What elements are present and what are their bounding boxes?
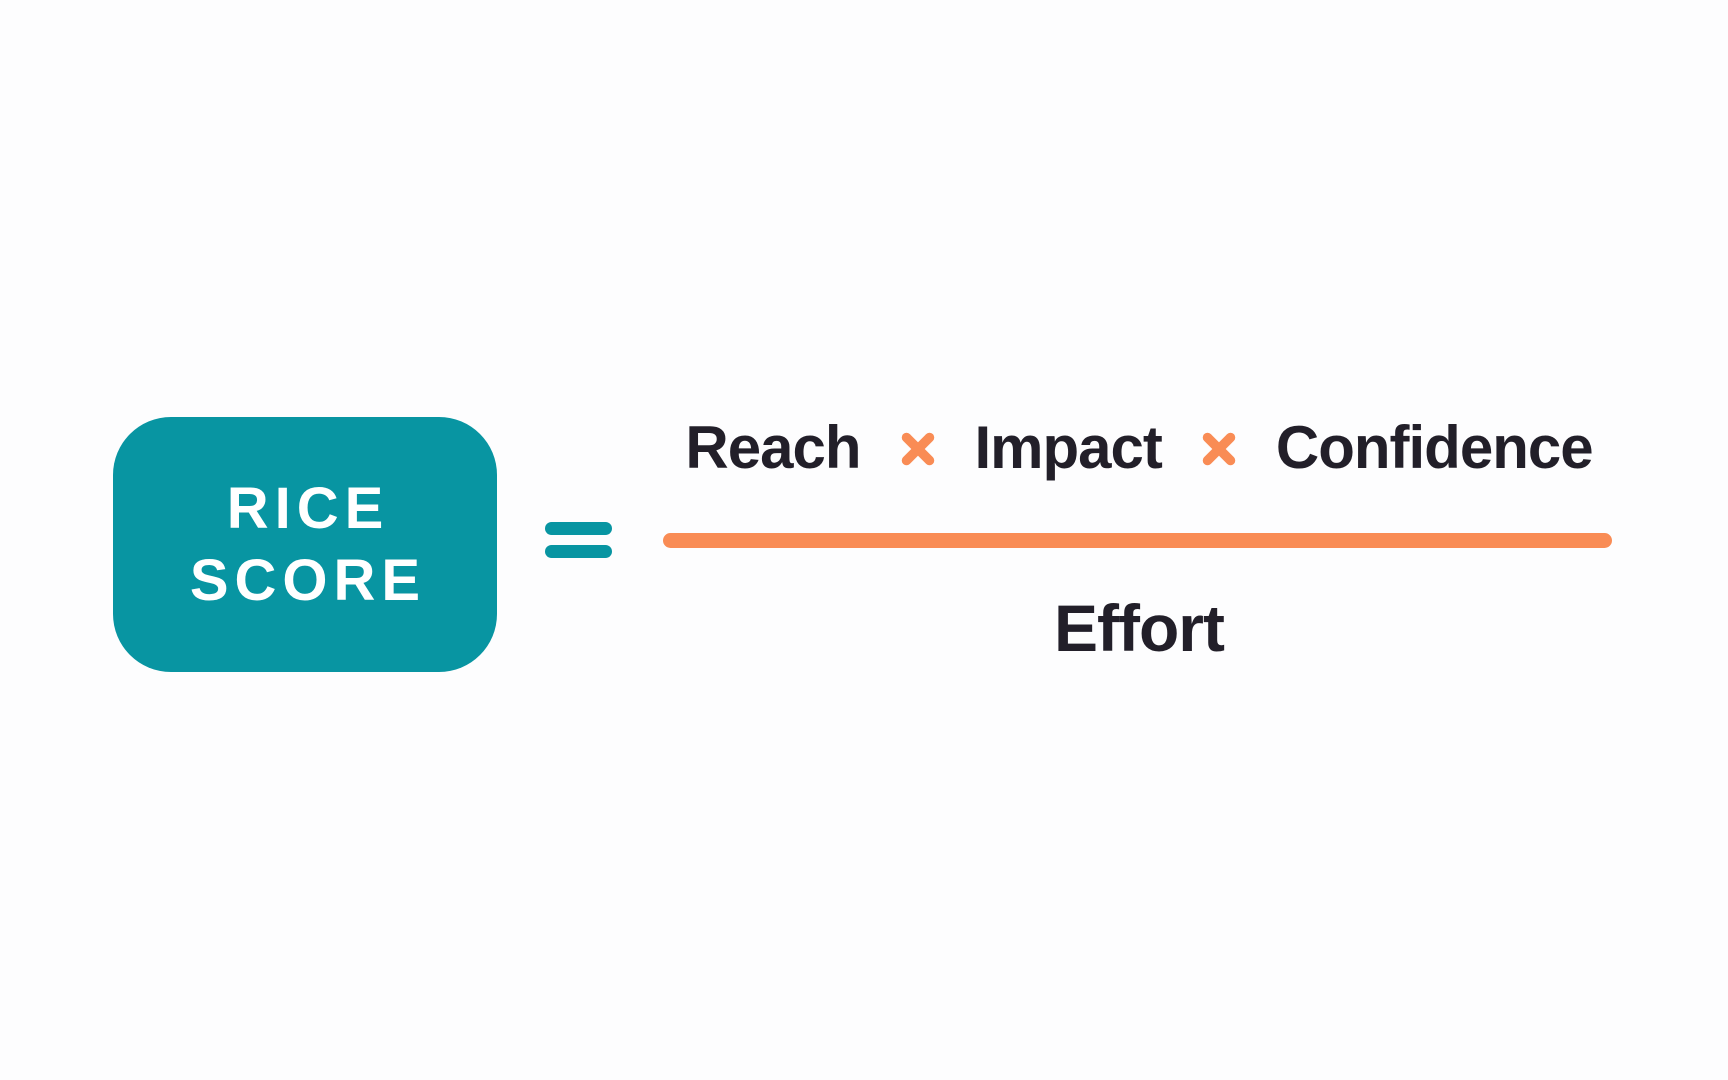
multiply-icon: × [1198,428,1240,470]
term-reach: Reach [685,414,861,481]
equals-bar-top [545,522,612,535]
formula-numerator: Reach × Impact × Confidence [665,418,1613,478]
multiply-symbol-text: × [897,470,898,471]
multiply-symbol-text: × [1198,470,1199,471]
equals-symbol-text: = [545,522,546,523]
rice-score-badge: RICE SCORE [113,417,497,672]
badge-title-line2: SCORE [189,547,427,613]
term-impact: Impact [974,414,1163,481]
fraction-divider-bar [663,533,1612,548]
term-effort: Effort [1054,591,1225,665]
badge-title-line1: RICE [226,475,390,541]
equals-bar-bottom [545,545,612,558]
equals-icon: = [545,522,612,558]
term-confidence: Confidence [1275,414,1594,481]
multiply-icon: × [897,428,939,470]
